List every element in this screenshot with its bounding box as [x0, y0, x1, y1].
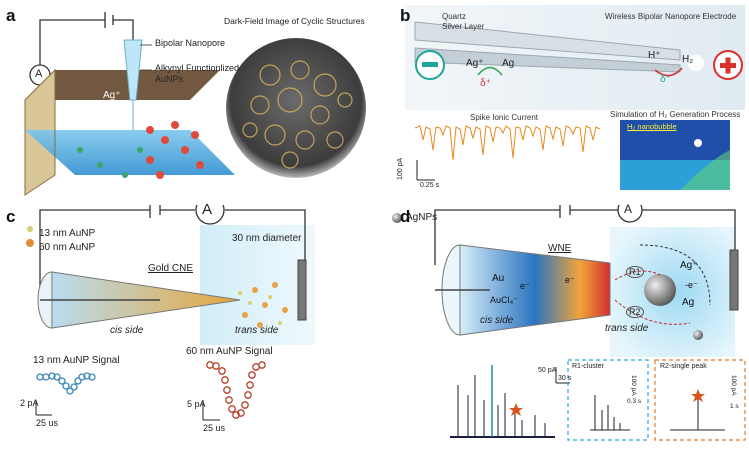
scale-y-b: 100 pA — [397, 157, 404, 180]
r2-label: R2 — [626, 306, 644, 318]
delta-plus: δ⁺ — [480, 78, 491, 89]
nanobubble-label: H₂ nanobubble — [627, 122, 677, 131]
spike-title: Spike Ionic Current — [470, 113, 539, 122]
aunp-particles — [77, 121, 204, 179]
aucl-label: AuCl₄⁻ — [490, 295, 518, 305]
spike-trace — [414, 125, 601, 161]
ammeter-c-label: A — [202, 201, 213, 218]
panel-b: b Quartz Silver Layer Wireless Bipolar N… — [380, 0, 749, 200]
r1-label: R1 — [626, 266, 644, 278]
inset2-y: 100 pA — [730, 375, 737, 396]
panel-a-label: a — [6, 6, 16, 25]
signal-60-title: 60 nm AuNP Signal — [186, 346, 273, 357]
ag-d: Ag — [682, 297, 695, 308]
sig60-x: 25 us — [203, 423, 226, 433]
silver-label: Silver Layer — [442, 22, 485, 31]
ammeter-d-label: A — [624, 202, 633, 216]
ag-plus-b: Ag⁺ — [466, 58, 484, 69]
panel-b-label: b — [400, 6, 411, 25]
inset-r2 — [654, 359, 746, 441]
sig60-y: 5 pA — [187, 399, 206, 409]
signal-13nm — [36, 372, 96, 395]
au-label: Au — [492, 273, 505, 284]
legend-60: 60 nm AuNP — [39, 242, 96, 253]
h-plus: H⁺ — [648, 50, 661, 61]
nanopore-label: Bipolar Nanopore — [155, 38, 226, 48]
panel-a-figure — [24, 12, 366, 196]
scale-x-b: 0.25 s — [420, 182, 440, 189]
agnp-particle — [644, 274, 676, 306]
panel-b-title: Wireless Bipolar Nanopore Electrode — [605, 12, 737, 21]
sig13-x: 25 us — [36, 418, 59, 428]
e1-label: e⁻ — [520, 281, 530, 291]
delta-minus: δ⁻ — [660, 74, 671, 85]
diameter-label: 30 nm diameter — [232, 233, 302, 244]
alkynyl-label: Alkynyl Functionlized AuNPs — [155, 63, 240, 84]
inset1-x: 0.3 s — [627, 398, 642, 405]
inset-r1 — [567, 359, 649, 441]
panel-d-label: d — [400, 207, 411, 226]
agplus-d: Ag⁺ — [680, 260, 698, 271]
panel-a: a — [0, 0, 370, 200]
h2: H₂ — [682, 54, 694, 65]
agnp-legend-icon — [392, 213, 402, 223]
ag-plus-label: Ag⁺ — [103, 90, 121, 101]
sig13-y: 2 pA — [20, 398, 39, 408]
panel-b-figure — [405, 5, 745, 190]
ammeter-a-label: A — [35, 68, 43, 80]
legend-agnps: AgNPs — [406, 212, 438, 223]
quartz-label: Quartz — [442, 12, 467, 21]
inset2-title: R2-single peak — [660, 363, 707, 370]
darkfield-title: Dark-Field Image of Cyclic Structures — [224, 16, 365, 26]
aunp-cluster-c — [238, 282, 288, 328]
panel-c: c — [0, 195, 370, 445]
wne-label: WNE — [548, 243, 572, 254]
inset2-x: 1 s — [730, 403, 739, 410]
gold-cne-label: Gold CNE — [148, 263, 194, 274]
cis-label-d: cis side — [480, 315, 514, 326]
main-trace — [450, 365, 555, 438]
inset1-y: 100 pA — [630, 375, 637, 396]
scale-main-x: 30 s — [558, 375, 572, 382]
panel-d: d — [380, 197, 749, 445]
signal-13-title: 13 nm AuNP Signal — [33, 355, 120, 366]
e2-label: e⁻ — [565, 275, 575, 285]
panel-c-figure — [26, 195, 315, 421]
ag-b: Ag — [502, 58, 515, 69]
cis-label-c: cis side — [110, 325, 144, 336]
inset1-title: R1-cluster — [572, 363, 604, 370]
legend-13: 13 nm AuNP — [39, 228, 96, 239]
eminus-d: -e⁻ — [685, 280, 698, 290]
trans-label-d: trans side — [605, 323, 649, 334]
scale-main-y: 50 pA — [538, 367, 557, 374]
trans-label-c: trans side — [235, 325, 279, 336]
sim-title: Simulation of H₂ Generation Process — [610, 110, 741, 119]
darkfield-image — [226, 38, 366, 178]
panel-c-label: c — [6, 207, 16, 226]
panel-d-figure — [392, 197, 746, 441]
signal-60nm — [206, 361, 266, 419]
